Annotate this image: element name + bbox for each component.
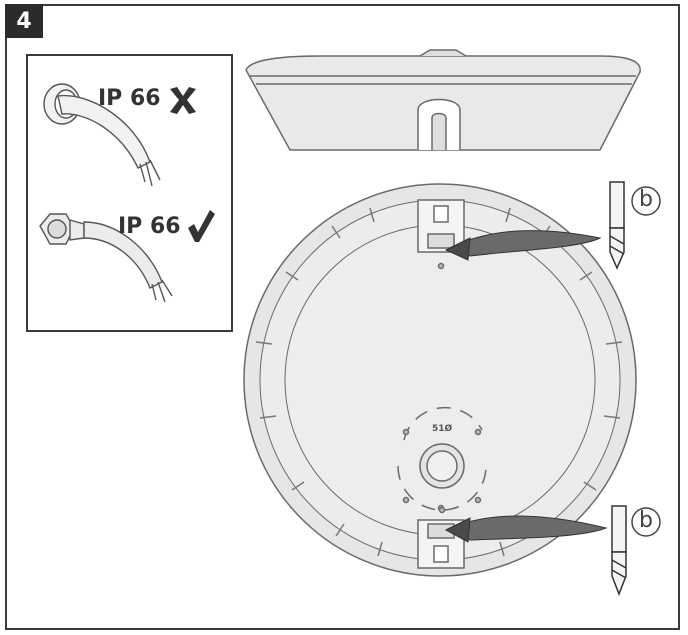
drill-label-top: b xyxy=(639,187,653,212)
fixture-base-plate xyxy=(243,183,637,577)
diagram-frame xyxy=(5,4,680,630)
drill-bit-top-icon xyxy=(609,181,625,270)
rim-slots xyxy=(255,207,623,557)
top-mounting-bracket xyxy=(417,199,465,270)
drill-arrow-top xyxy=(444,230,602,261)
fixture-side-view xyxy=(245,49,641,151)
ip66-without-gland-label: IP 66 xyxy=(98,86,161,111)
cross-icon xyxy=(167,85,199,119)
central-cable-entry xyxy=(397,406,487,514)
drill-arrow-bottom xyxy=(444,515,608,543)
checkmark-icon xyxy=(186,208,216,248)
cable-without-gland-illustration xyxy=(43,83,161,187)
cable-with-gland-illustration xyxy=(39,213,173,303)
drill-label-circle-top xyxy=(631,186,661,216)
ip66-with-gland-label: IP 66 xyxy=(118,214,181,239)
step-number-badge: 4 xyxy=(5,4,43,38)
drill-label-circle-bottom xyxy=(631,507,661,537)
drill-bit-bottom-icon xyxy=(611,505,627,597)
drill-label-bottom: b xyxy=(639,508,653,533)
cable-entry-diameter-label: 51Ø xyxy=(432,424,453,434)
